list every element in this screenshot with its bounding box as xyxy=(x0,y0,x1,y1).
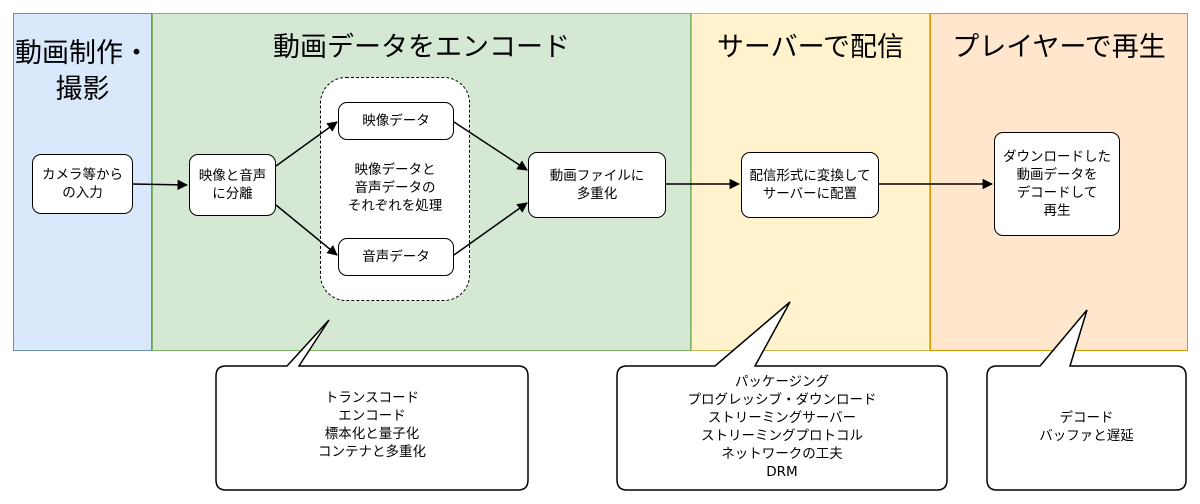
callout-player-item: バッファと遅延 xyxy=(1039,428,1134,444)
callout-player-bubble xyxy=(986,309,1187,491)
callout-delivery-bubble xyxy=(616,301,948,491)
callout-delivery-item: パッケージング xyxy=(734,374,830,390)
lane-playback-title: プレイヤーで再生 xyxy=(952,32,1166,63)
callout-delivery-item: ストリーミングプロトコル xyxy=(701,428,863,444)
arrow-audio-to-mux xyxy=(453,202,528,256)
arrow-video-to-mux xyxy=(453,121,528,171)
callout-delivery-item: プログレッシブ・ダウンロード xyxy=(687,392,877,408)
arrow-separate-to-video xyxy=(275,121,338,167)
lane-encode-title: 動画データをエンコード xyxy=(273,32,570,63)
callout-delivery-item: ストリーミングサーバー xyxy=(707,410,857,426)
arrow-camera-to-separate xyxy=(132,179,189,191)
callout-encode-item: 標本化と量子化 xyxy=(324,426,420,442)
lane-delivery-title: サーバーで配信 xyxy=(716,32,905,63)
callout-encode-item: エンコード xyxy=(338,408,406,424)
callout-delivery-item: ネットワークの工夫 xyxy=(721,446,843,462)
lane-production-title: 動画制作・ 撮影 xyxy=(15,38,150,105)
mux-node: 動画ファイルに 多重化 xyxy=(528,152,666,218)
callout-delivery-item: DRM xyxy=(766,464,798,480)
video-data-node: 映像データ xyxy=(338,102,454,140)
callout-encode-bubble xyxy=(215,319,529,491)
decode-node: ダウンロードした 動画データを デコードして 再生 xyxy=(994,132,1120,236)
process-each-label: 映像データと 音声データの それぞれを処理 xyxy=(347,162,443,214)
arrow-separate-to-audio xyxy=(275,204,338,256)
camera-input-node: カメラ等から の入力 xyxy=(32,154,133,214)
callout-encode-item: コンテナと多重化 xyxy=(318,444,426,460)
convert-node: 配信形式に変換して サーバーに配置 xyxy=(741,152,879,218)
callout-player-text: デコード バッファと遅延 xyxy=(987,409,1186,445)
callout-player-item: デコード xyxy=(1059,410,1114,426)
callout-encode-text: トランスコード エンコード 標本化と量子化 コンテナと多重化 xyxy=(216,389,528,461)
callout-encode-item: トランスコード xyxy=(324,390,420,406)
audio-data-node: 音声データ xyxy=(338,238,454,276)
separate-node: 映像と音声 に分離 xyxy=(189,154,276,216)
callout-delivery-text: パッケージング プログレッシブ・ダウンロード ストリーミングサーバー ストリーミ… xyxy=(617,373,947,481)
